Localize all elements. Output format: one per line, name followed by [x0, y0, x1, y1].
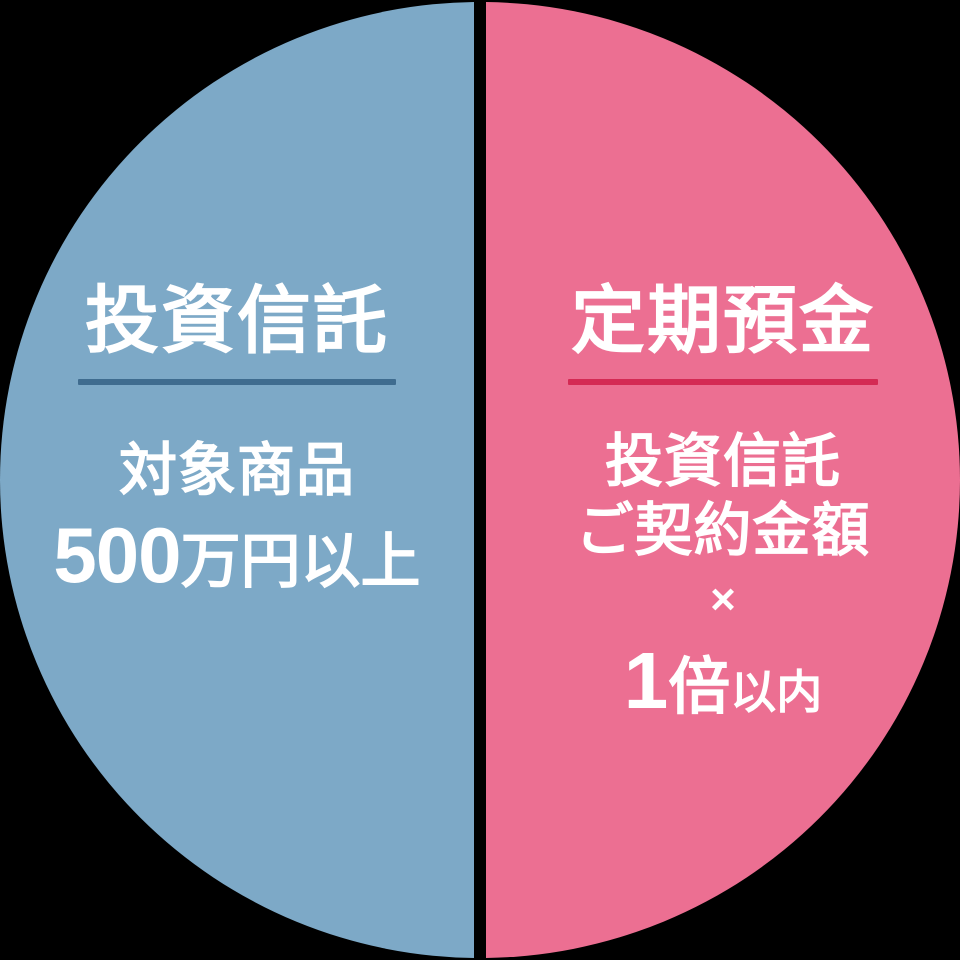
multiply-operator-icon: × — [710, 575, 736, 625]
left-half-circle-shape — [0, 2, 474, 958]
left-body-line-1: 対象商品 — [118, 438, 355, 503]
right-multiplier-suffix: 以内 — [730, 666, 823, 719]
right-heading-block: 定期預金 — [568, 284, 878, 385]
right-body-line-4: 1倍以内 — [624, 638, 823, 724]
right-body-block: 投資信託 ご契約金額 × 1倍以内 — [575, 429, 871, 725]
right-multiplier-unit: 倍 — [668, 653, 731, 723]
left-heading-underline — [78, 379, 396, 385]
right-panel-heading: 定期預金 — [571, 279, 875, 362]
right-heading-underline — [568, 379, 878, 385]
left-amount-unit: 万円以上 — [180, 527, 421, 595]
right-body-line-1: 投資信託 — [604, 429, 841, 494]
left-panel: 投資信託 対象商品 500万円以上 — [0, 2, 474, 958]
right-panel: 定期預金 投資信託 ご契約金額 × 1倍以内 — [486, 2, 960, 958]
left-body-block: 対象商品 500万円以上 — [53, 438, 420, 597]
left-amount-value: 500 — [53, 510, 181, 599]
right-body-line-2: ご契約金額 — [575, 497, 871, 563]
left-heading-block: 投資信託 — [78, 284, 396, 385]
left-body-line-2: 500万円以上 — [53, 513, 420, 597]
left-panel-heading: 投資信託 — [85, 279, 389, 362]
right-half-circle-shape — [486, 2, 960, 958]
right-multiplier-value: 1 — [623, 636, 669, 726]
